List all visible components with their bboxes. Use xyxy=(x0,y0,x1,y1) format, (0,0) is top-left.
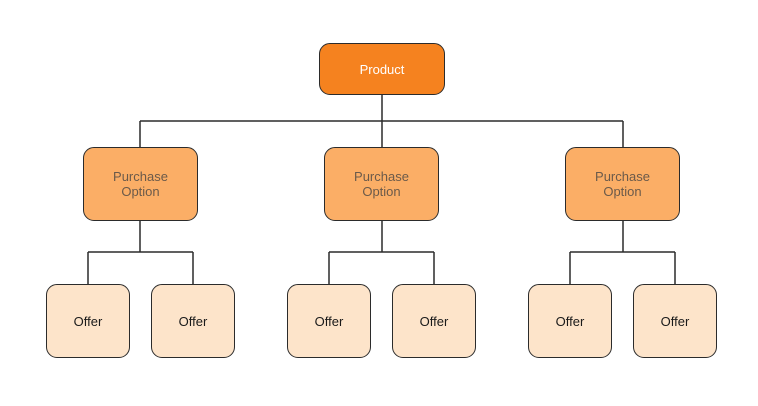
offer-label: Offer xyxy=(555,313,585,329)
offer-node-1: Offer xyxy=(46,284,130,358)
purchase-option-label: Purchase Option xyxy=(354,169,409,199)
purchase-option-label: Purchase Option xyxy=(113,169,168,199)
offer-label: Offer xyxy=(314,313,344,329)
purchase-option-node-1: Purchase Option xyxy=(83,147,198,221)
offer-node-6: Offer xyxy=(633,284,717,358)
purchase-option-node-3: Purchase Option xyxy=(565,147,680,221)
offer-label: Offer xyxy=(419,313,449,329)
purchase-option-node-2: Purchase Option xyxy=(324,147,439,221)
offer-node-4: Offer xyxy=(392,284,476,358)
offer-label: Offer xyxy=(178,313,208,329)
offer-node-3: Offer xyxy=(287,284,371,358)
offer-node-5: Offer xyxy=(528,284,612,358)
product-node: Product xyxy=(319,43,445,95)
offer-label: Offer xyxy=(73,313,103,329)
offer-node-2: Offer xyxy=(151,284,235,358)
connectors xyxy=(87,95,676,284)
purchase-option-label: Purchase Option xyxy=(595,169,650,199)
product-label: Product xyxy=(359,61,405,77)
offer-label: Offer xyxy=(660,313,690,329)
